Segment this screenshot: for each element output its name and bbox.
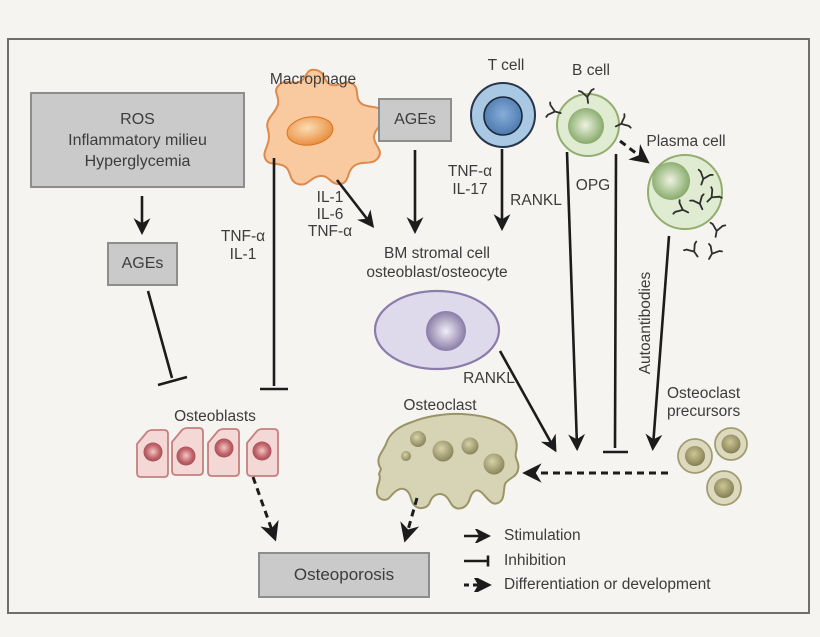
antibody-icon [701,243,723,264]
osteoclast-vesicle [432,440,454,462]
stimulation-arrow-icon [464,529,492,544]
osteoclast-vesicle [410,431,426,447]
inhibit-ages-to-osteoblasts [146,290,188,387]
precursor-nucleus [714,478,734,498]
b-cell-label: B cell [572,62,610,79]
b-cell-nucleus [568,108,604,144]
osteoclast-vesicle [461,437,479,455]
precursor-nucleus [721,434,741,454]
dashed-arrow-bcell-to-plasma [619,139,650,164]
arrow-macrophage-to-stromal [335,179,375,229]
osteoblast-nucleus [252,441,272,461]
t-cell-nucleus [483,96,523,136]
legend-item-differentiation: Differentiation or development [461,573,711,598]
tnfa-il17-label: TNF-α IL-17 [447,163,493,198]
osteoclast-label: Osteoclast [403,397,477,414]
osteoblast-nucleus [214,438,234,458]
ages-box-1: AGEs [107,242,178,286]
inhibit-macrophage-to-osteoblasts [260,158,288,391]
arrow-stromal-rankl-to-osteoclast [498,350,557,453]
macrophage-nucleus [286,116,334,146]
opg-label: OPG [575,177,611,194]
osteoclast-precursors-label: Osteoclast precursors [667,385,741,420]
legend-item-inhibition: Inhibition [461,549,711,574]
dashed-arrow-osteoblasts-to-osteoporosis [251,476,279,542]
macrophage-label: Macrophage [269,71,357,88]
plasma-cell-label: Plasma cell [646,133,726,150]
antibody-icon [707,221,727,240]
bm-stromal-nucleus [426,311,466,351]
plasma-cell-nucleus [652,162,690,200]
bm-stromal-label: BM stromal cell osteoblast/osteocyte [366,245,508,281]
osteoblasts-label: Osteoblasts [174,408,256,425]
il1-il6-tnfa-label: IL-1 IL-6 TNF-α [307,189,353,240]
precursor-nucleus [685,446,705,466]
arrow-rankl-to-osteoclast [565,151,586,452]
rankl-stromal-label: RANKL [463,370,515,387]
osteoclast-vesicle [401,451,411,461]
t-cell-label: T cell [487,57,525,74]
autoantibodies-label: Autoantibodies [637,271,654,375]
inhibition-bar-icon [464,555,490,567]
ros-box: ROS Inflammatory milieu Hyperglycemia [30,92,245,188]
osteoblast-nucleus [143,442,163,462]
legend-label: Stimulation [504,527,581,545]
osteoclast-vesicle [483,453,505,475]
legend-label: Differentiation or development [504,576,711,594]
figure-border [7,38,810,614]
dashed-arrow-icon [464,578,492,593]
dashed-arrow-osteoclast-to-osteoporosis [400,497,420,543]
rankl-tcell-label: RANKL [510,192,562,209]
osteoblast-nucleus [176,446,196,466]
osteoporosis-box: Osteoporosis [258,552,430,598]
legend-label: Inhibition [504,551,567,569]
antibody-icon [683,240,705,262]
arrow-autoantibodies-to-osteoclast [645,235,671,452]
tnfa-il1-label: TNF-α IL-1 [220,228,266,263]
ages-box-2: AGEs [378,98,452,142]
legend-item-stimulation: Stimulation [461,524,711,549]
legend: Stimulation Inhibition Differentiation o… [461,524,711,598]
inhibit-opg-to-osteoclast [603,153,628,454]
